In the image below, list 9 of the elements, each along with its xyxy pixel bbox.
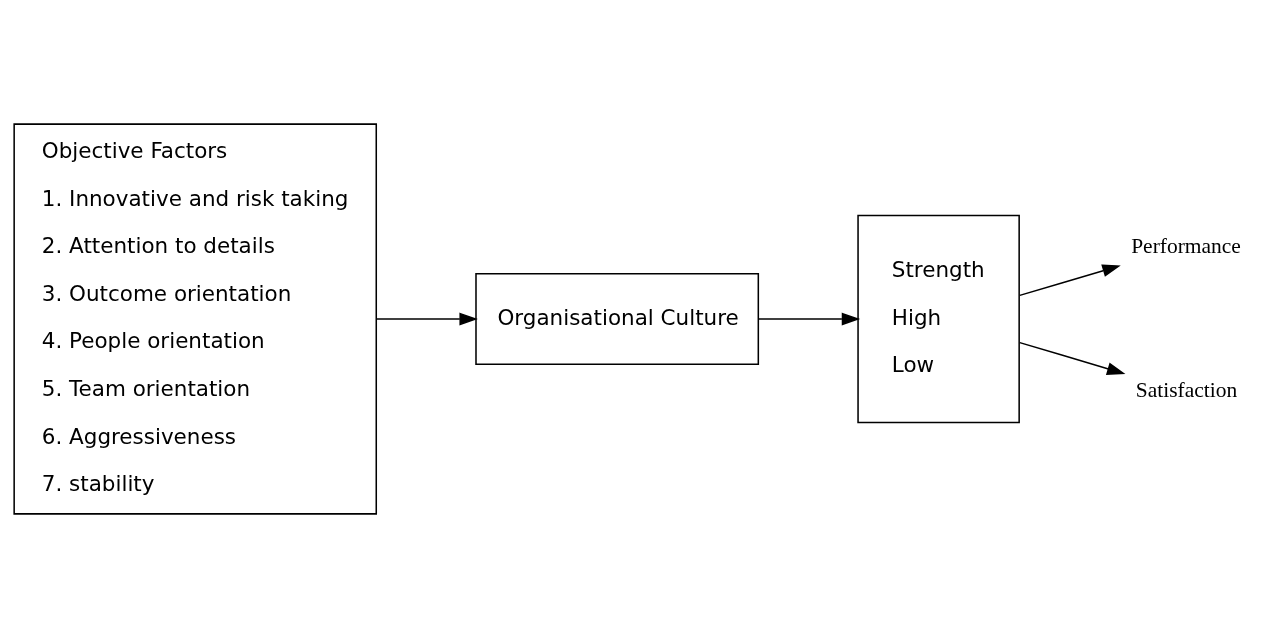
node-box: Objective Factors 1. Innovative and risk taking 2. Attention to details 3. Outcome orientation 4. People orientation 5. Team orientation 6. Aggressiveness 7. stability [13, 122, 378, 515]
arrow [1019, 264, 1121, 296]
arrow [376, 312, 478, 325]
node-box: Strength High Low [857, 214, 1020, 423]
node-text: Satisfaction [1135, 377, 1238, 402]
arrow [1019, 341, 1126, 375]
arrow [757, 312, 861, 325]
node-box: Organisational Culture [475, 272, 760, 365]
node-text: Performance [1131, 233, 1241, 258]
